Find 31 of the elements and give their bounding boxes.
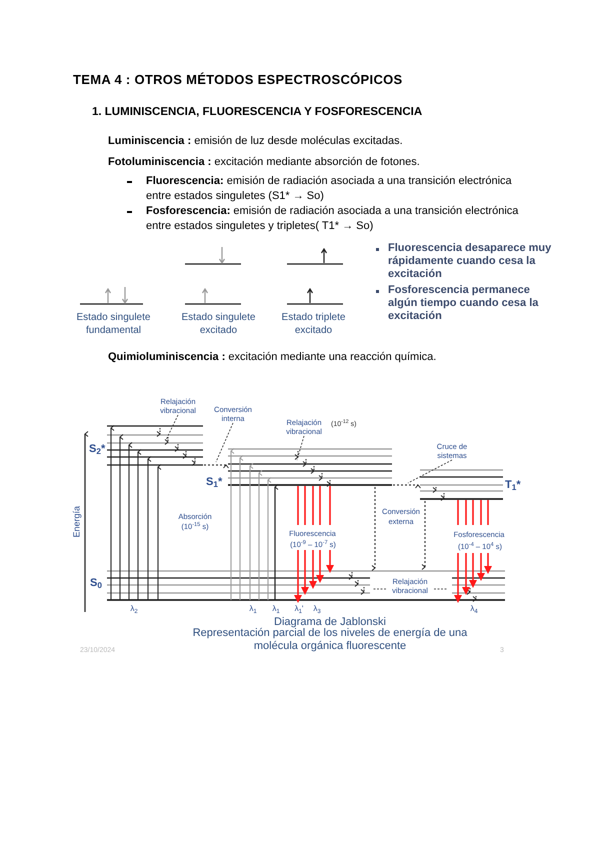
caption: Estado singulete excitado — [180, 311, 256, 337]
wavelength-label: λ$_{2}$ — [129, 603, 139, 615]
state-label: T$_{1}$* — [505, 478, 522, 494]
paragraph: Fotoluminiscencia : excitación mediante absorción de fotones. — [108, 155, 421, 170]
bullet-item: Fluorescencia desaparece muy rápidamente cuando cesa la excitación — [388, 242, 552, 281]
paragraph: Quimioluminiscencia : excitación mediante una reacción química. — [108, 350, 438, 365]
list-item: Fosforescencia: emisión de radiación asociada a una transición electrónica entre estados singuletes y tripletes( T1* → So) — [146, 204, 520, 234]
state-label: S$_{1}$* — [206, 475, 224, 490]
leader-line — [296, 436, 304, 460]
wavelength-label: λ$_{1}$ — [248, 603, 258, 615]
state-label: S$_{2}$* — [89, 442, 106, 458]
figure-caption: Representación parcial de los niveles de energía de una molécula orgánica fluorescente — [192, 627, 468, 653]
figure-caption: Diagrama de Jablonski — [273, 615, 387, 628]
bullet-item: Fosforescencia permanece algún tiempo cuando cesa la excitación — [388, 284, 540, 323]
axis-label: Energía — [70, 504, 82, 540]
caption: Estado singulete fundamental — [76, 311, 152, 337]
page-title: TEMA 4 : OTROS MÉTODOS ESPECTROSCÓPICOS — [73, 71, 404, 89]
leader-line — [372, 588, 386, 590]
wavelength-label: λ$_{1}$ — [271, 603, 281, 615]
leader-line — [434, 588, 448, 590]
state-label: S$_{0}$ — [90, 576, 103, 592]
leader-line — [216, 422, 234, 462]
leader-line — [166, 414, 178, 440]
paragraph: Luminiscencia : emisión de luz desde moléculas excitadas. — [108, 134, 404, 149]
list-item: Fluorescencia: emisión de radiación asociada a una transición electrónica entre estados singuletes (S1* → So) — [146, 174, 513, 204]
wavelength-label: λ$_{4}$ — [469, 603, 479, 615]
leader-line — [408, 460, 452, 484]
wavelength-label: λ$_{3}$ — [312, 603, 322, 615]
section-heading: 1. LUMINISCENCIA, FLUORESCENCIA Y FOSFORESCENCIA — [92, 105, 424, 120]
caption: Estado triplete excitado — [280, 311, 346, 337]
wavelength-label: λ$_{1}$' — [294, 603, 304, 615]
